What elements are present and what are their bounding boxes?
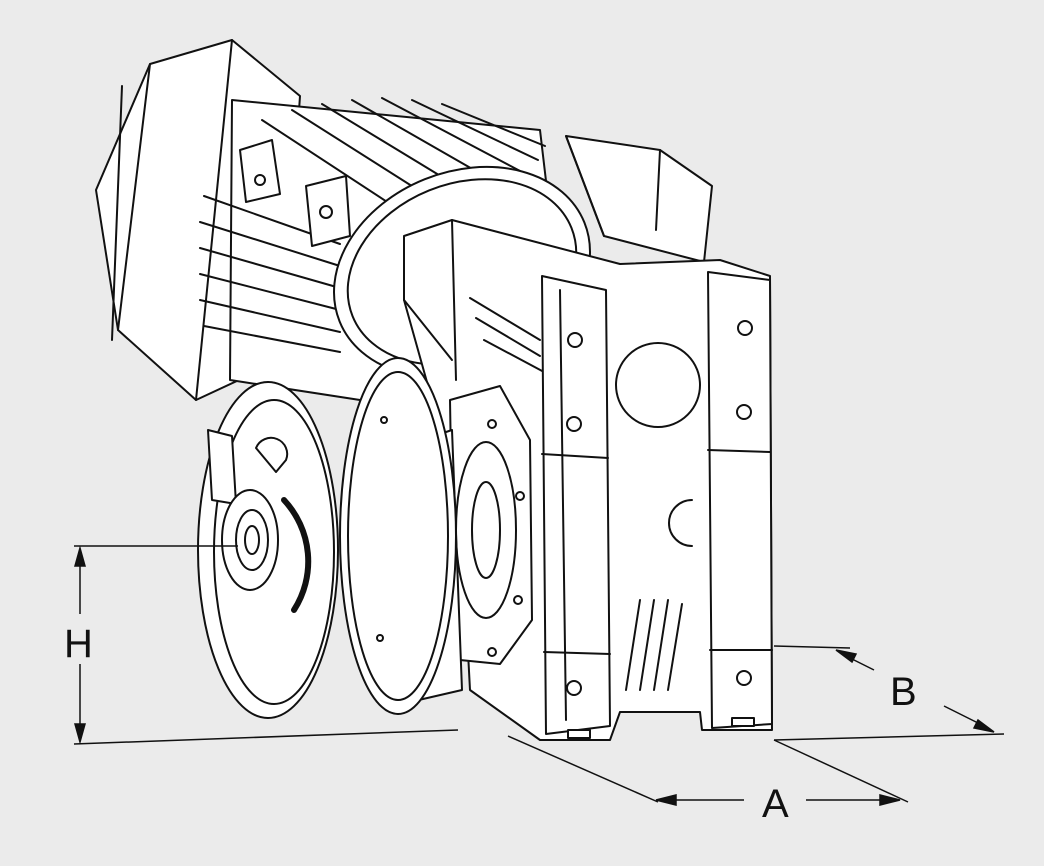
dimension-lines <box>73 545 1005 806</box>
h-arrow-down <box>74 723 86 745</box>
rear-mounting-frame <box>707 271 773 729</box>
dimension-label-h: H <box>64 622 93 666</box>
terminal-box <box>565 135 713 263</box>
b-extension-top <box>773 645 851 649</box>
dimension-label-b: B <box>890 670 917 714</box>
front-mounting-frame <box>541 275 611 739</box>
output-flange <box>449 385 533 665</box>
a-arrow-left <box>655 794 677 806</box>
drum-spool <box>339 357 463 715</box>
a-extension-right <box>773 739 909 803</box>
a-arrow-right <box>879 794 901 806</box>
b-arrow-bottom <box>972 718 995 733</box>
a-extension-left <box>507 735 659 803</box>
b-arrow-top <box>835 649 858 664</box>
h-arrow-up <box>74 545 86 567</box>
h-extension-bottom <box>73 729 459 745</box>
b-extension-bottom <box>773 733 1005 741</box>
output-shaft-hub <box>221 489 279 591</box>
dimension-label-a: A <box>762 782 789 826</box>
